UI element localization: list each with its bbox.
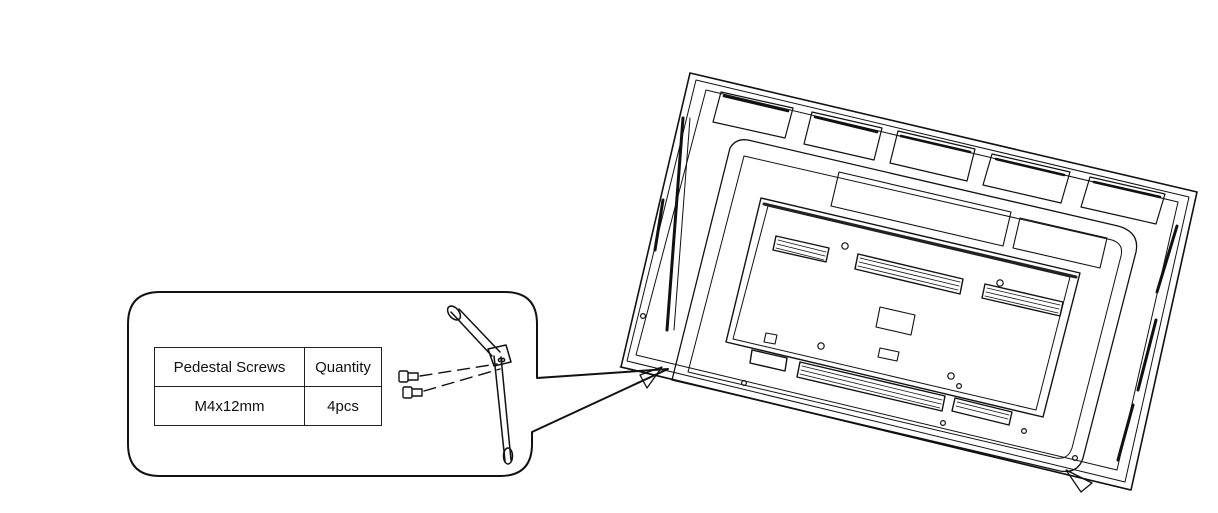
screw-size-cell: M4x12mm	[154, 386, 305, 426]
column-header-item: Pedestal Screws	[154, 347, 305, 387]
pedestal-stand	[446, 305, 514, 465]
column-header-quantity: Quantity	[304, 347, 382, 387]
pedestal-screw-icon	[402, 368, 501, 399]
parts-table: Pedestal Screws Quantity M4x12mm 4pcs	[154, 347, 382, 426]
callout-bubble	[127, 291, 669, 477]
table-row: M4x12mm 4pcs	[154, 386, 382, 426]
tv-chassis	[619, 72, 1198, 493]
table-header-row: Pedestal Screws Quantity	[154, 347, 382, 387]
pedestal-screw-icon	[398, 363, 498, 383]
screw-quantity-cell: 4pcs	[304, 386, 382, 426]
